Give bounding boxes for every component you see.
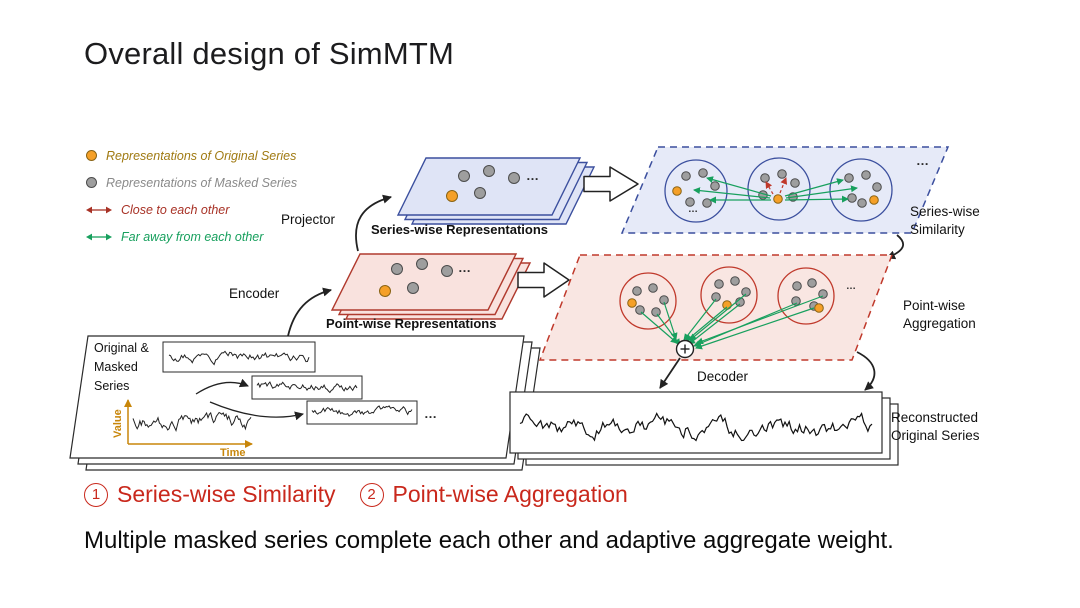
block-arrow-top: [583, 166, 639, 202]
aggregation-to-reconstruction-arrow: [856, 351, 876, 391]
legend-label: Far away from each other: [121, 229, 264, 244]
ellipsis: …: [846, 281, 856, 292]
series-wise-similarity-label: Series-wise Similarity: [910, 204, 980, 238]
point-1-number: 1: [84, 482, 108, 507]
reconstructed-original-series-label: Reconstructed Original Series: [891, 410, 980, 444]
ellipsis: …: [526, 168, 539, 183]
point-2-number: 2: [359, 482, 384, 507]
decoder-arrow: [659, 357, 681, 389]
encoder-label: Encoder: [229, 286, 280, 301]
point-wise-representations-label: Point-wise Representations: [326, 316, 497, 331]
original-masked-series-label: Original & Masked Series: [94, 341, 149, 393]
point-wise-representations-stack: …: [330, 253, 532, 320]
masked-series-box-2: [251, 375, 363, 400]
caption-text: Multiple masked series complete each oth…: [84, 527, 894, 554]
masked-series-box-1: [162, 341, 316, 373]
arrow-to-box-3: [209, 401, 304, 421]
projector-label: Projector: [281, 212, 336, 227]
reconstructed-series-stack: [509, 391, 899, 466]
arrow-to-box-2: [195, 378, 249, 395]
close-arrow-icon: [86, 206, 112, 213]
original-dot-icon: [86, 150, 97, 161]
page-title: Overall design of SimMTM: [84, 36, 455, 71]
similarity-to-aggregation-arrow: [886, 234, 905, 260]
legend: Representations of Original Series Repre…: [86, 142, 297, 250]
key-points-line: 1 Series-wise Similarity 2 Point-wise Ag…: [84, 481, 628, 508]
original-masked-series-stack: … Value Time: [69, 335, 541, 471]
series-wise-similarity-region: … …: [620, 146, 950, 234]
block-arrow-middle: [517, 262, 570, 298]
far-arrow-icon: [86, 233, 112, 240]
legend-item-masked: Representations of Masked Series: [86, 169, 297, 196]
time-axis-label: Time: [220, 447, 245, 459]
decoder-label: Decoder: [697, 369, 749, 384]
ellipsis: …: [688, 204, 698, 215]
ellipsis: …: [916, 153, 929, 168]
point-wise-aggregation-region: …: [538, 254, 894, 361]
encoder-arrow: [287, 287, 332, 337]
value-axis-label: Value: [112, 409, 124, 438]
legend-label: Representations of Masked Series: [106, 175, 298, 190]
legend-label: Representations of Original Series: [106, 148, 297, 163]
original-series-waveform: [132, 411, 252, 432]
legend-label: Close to each other: [121, 202, 230, 217]
legend-item-close: Close to each other: [86, 196, 297, 223]
masked-series-box-3: [306, 400, 418, 425]
point-1-label: Series-wise Similarity: [117, 481, 336, 507]
point-wise-aggregation-label: Point-wise Aggregation: [903, 298, 976, 332]
point-2-label: Point-wise Aggregation: [392, 481, 628, 507]
reconstructed-waveform: [519, 411, 873, 442]
series-wise-representations-stack: …: [396, 157, 596, 225]
ellipsis: …: [458, 260, 471, 275]
value-time-axes: Value Time: [112, 399, 253, 459]
legend-item-far: Far away from each other: [86, 223, 297, 250]
ellipsis: …: [424, 406, 437, 421]
legend-item-original: Representations of Original Series: [86, 142, 297, 169]
series-wise-representations-label: Series-wise Representations: [371, 222, 549, 237]
masked-dot-icon: [86, 177, 97, 188]
projector-arrow: [355, 194, 392, 252]
aggregation-plus-icon: [675, 339, 695, 359]
